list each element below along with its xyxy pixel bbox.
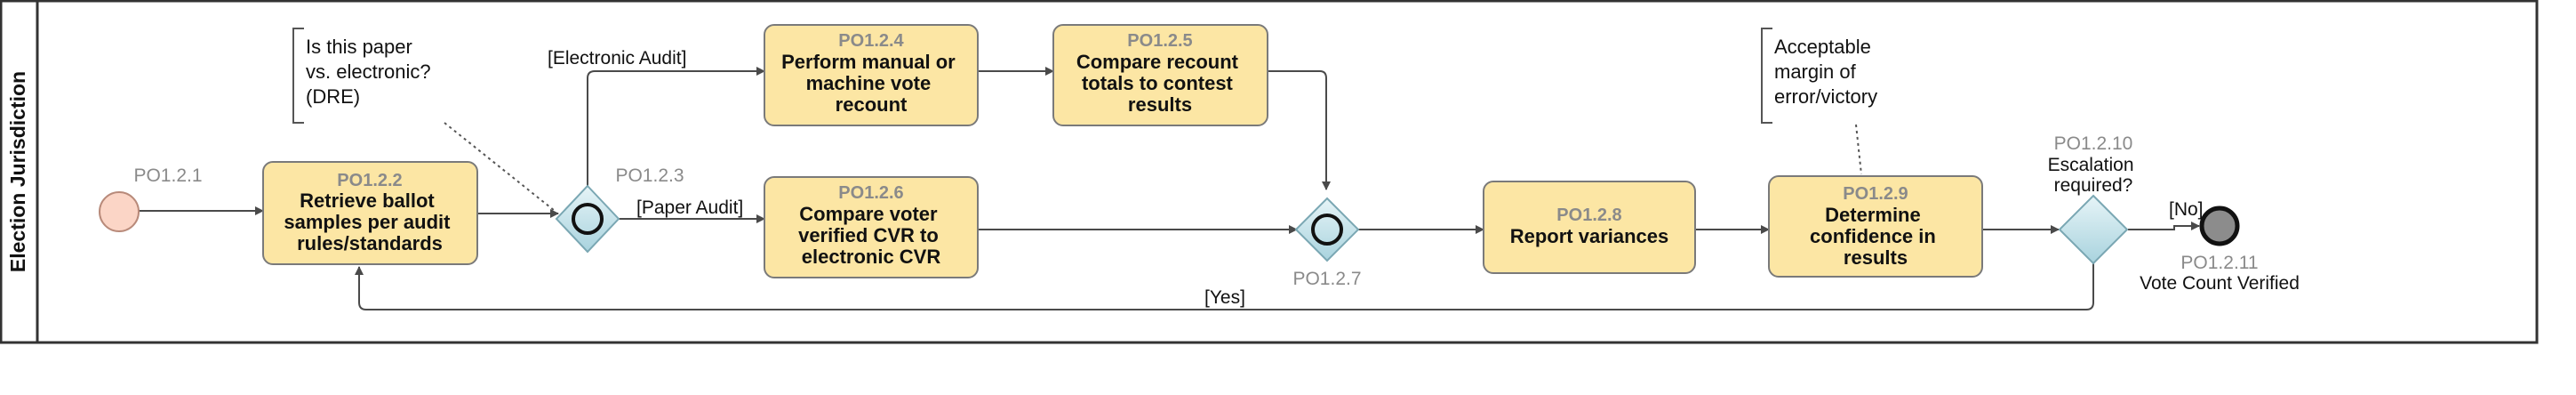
task-determine-confidence[interactable]: PO1.2.9 Determine confidence in results: [1768, 175, 1983, 278]
gateway-audit-type[interactable]: [555, 184, 620, 254]
flow-label-electronic-audit: [Electronic Audit]: [548, 48, 686, 69]
flow-compare-to-merge[interactable]: [1268, 70, 1331, 190]
flow-label-paper-audit: [Paper Audit]: [636, 198, 743, 218]
task-label: Retrieve ballot samples per audit rules/…: [284, 189, 455, 254]
end-event-circle[interactable]: [2199, 206, 2240, 246]
annotation-text: Acceptable margin of error/victory: [1774, 36, 1877, 108]
end-event-name: Vote Count Verified: [2140, 273, 2300, 294]
task-id: PO1.2.5: [1127, 31, 1192, 51]
task-compare-recount-totals[interactable]: PO1.2.5 Compare recount totals to contes…: [1052, 24, 1268, 126]
task-id: PO1.2.2: [337, 171, 402, 190]
task-label: Perform manual or machine vote recount: [781, 51, 961, 116]
start-event-id: PO1.2.1: [133, 165, 202, 186]
gateway-event-circle: [1311, 214, 1343, 246]
flow-yes[interactable]: [355, 260, 2094, 310]
flow-label-no: [No]: [2169, 199, 2204, 220]
annotation-text: Is this paper vs. electronic? (DRE): [306, 36, 436, 108]
task-report-variances[interactable]: PO1.2.8 Report variances: [1483, 181, 1696, 274]
gateway-merge-id: PO1.2.7: [1292, 269, 1361, 289]
gateway-audit-type-id: PO1.2.3: [615, 165, 684, 186]
gateway-escalation[interactable]: [2058, 194, 2129, 265]
lane-title: Election Jurisdiction: [6, 71, 29, 272]
gateway-event-circle: [572, 203, 604, 235]
flow-label-yes: [Yes]: [1204, 287, 1245, 308]
gateway-escalation-question: Escalation required?: [2048, 155, 2140, 196]
task-label: Report variances: [1510, 225, 1669, 247]
flow-electronic-audit[interactable]: [587, 67, 765, 187]
end-event[interactable]: [2199, 206, 2240, 246]
start-event[interactable]: [99, 191, 140, 232]
gateway-escalation-id: PO1.2.10: [2054, 133, 2133, 154]
annotation-paper-vs-electronic[interactable]: Is this paper vs. electronic? (DRE): [292, 28, 556, 212]
gateway-merge[interactable]: [1294, 197, 1360, 262]
task-id: PO1.2.9: [1843, 184, 1908, 204]
task-id: PO1.2.4: [838, 31, 904, 51]
start-event-circle[interactable]: [99, 191, 140, 232]
task-id: PO1.2.8: [1556, 206, 1621, 225]
task-compare-voter-cvr[interactable]: PO1.2.6 Compare voter verified CVR to el…: [764, 176, 979, 278]
task-label: Compare voter verified CVR to electronic…: [798, 203, 944, 268]
task-id: PO1.2.6: [838, 183, 903, 203]
flow-no[interactable]: [2128, 222, 2200, 230]
annotation-margin[interactable]: Acceptable margin of error/victory: [1761, 28, 1877, 175]
sequence-flows: [117, 67, 2200, 310]
end-event-id: PO1.2.11: [2180, 253, 2258, 273]
task-retrieve-ballot-samples[interactable]: PO1.2.2 Retrieve ballot samples per audi…: [262, 161, 478, 265]
task-label: Compare recount totals to contest result…: [1076, 51, 1244, 116]
task-perform-recount[interactable]: PO1.2.4 Perform manual or machine vote r…: [764, 24, 979, 126]
task-label: Determine confidence in results: [1810, 204, 1941, 269]
